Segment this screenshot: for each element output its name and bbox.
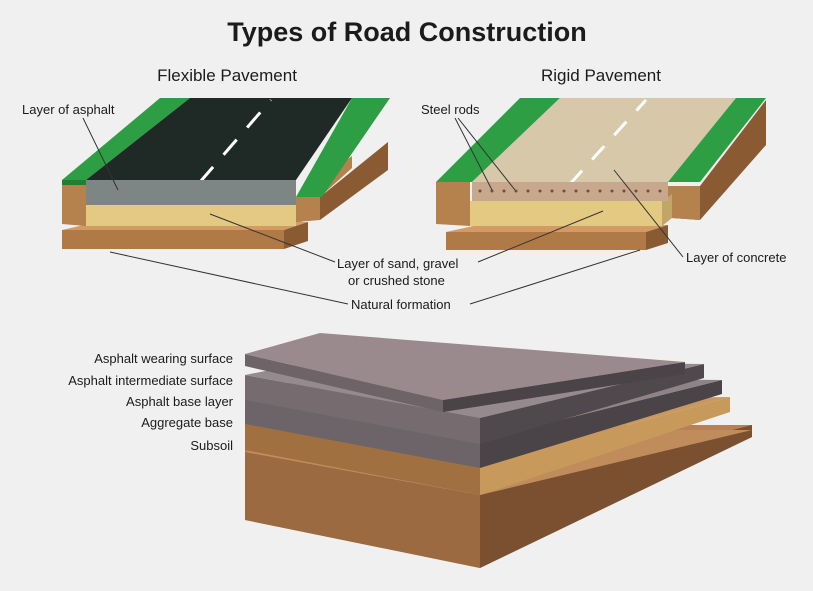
aggregate-base-front: [245, 420, 480, 495]
wearing-surface-front: [245, 354, 443, 412]
flexible-left-grass: [62, 98, 190, 180]
steel-leader-2: [457, 117, 516, 191]
flexible-sand-front: [86, 205, 296, 226]
sand-leader-left: [209, 213, 336, 263]
steel-rods: [478, 189, 662, 193]
concrete-leader: [613, 169, 684, 258]
steel-rods-label: Steel rods: [421, 102, 480, 117]
layered-cross-section: [245, 333, 752, 568]
rigid-pavement-block: [436, 98, 766, 250]
rigid-concrete-surface: [472, 98, 736, 182]
rigid-natural-front: [446, 232, 646, 250]
rigid-right-grass: [662, 98, 766, 182]
wearing-surface-top: [245, 333, 685, 400]
layer-of-concrete-label: Layer of concrete: [686, 250, 786, 265]
layer-label-asphalt-base: Asphalt base layer: [126, 394, 234, 409]
flexible-asphalt-front: [86, 180, 296, 205]
flexible-left-soil: [62, 180, 86, 226]
layer-label-subsoil: Subsoil: [190, 438, 233, 453]
natural-formation-label: Natural formation: [351, 297, 451, 312]
rigid-pavement-heading: Rigid Pavement: [541, 66, 661, 85]
layer-of-asphalt-label: Layer of asphalt: [22, 102, 115, 117]
rigid-left-grass: [436, 98, 560, 182]
rigid-concrete-front: [472, 182, 668, 201]
sand-gravel-label-line2: or crushed stone: [348, 273, 445, 288]
layer-label-wearing-surface: Asphalt wearing surface: [94, 351, 233, 366]
steel-leader-1: [454, 117, 493, 191]
subsoil-front: [245, 452, 480, 568]
asphalt-leader: [82, 117, 119, 191]
page-title: Types of Road Construction: [227, 17, 587, 47]
asphalt-intermediate-front: [245, 375, 480, 444]
natural-leader-right: [469, 249, 641, 305]
flexible-right-grass: [296, 98, 390, 197]
asphalt-base-front: [245, 394, 480, 468]
flexible-natural-front: [62, 230, 284, 249]
flexible-asphalt-surface: [86, 98, 352, 180]
flexible-pavement-heading: Flexible Pavement: [157, 66, 297, 85]
flexible-pavement-block: [62, 98, 390, 249]
flexible-right-soil: [320, 142, 388, 220]
sand-leader-right: [477, 210, 604, 263]
sand-gravel-label-line1: Layer of sand, gravel: [337, 256, 459, 271]
rigid-left-soil: [436, 182, 470, 226]
rigid-sand-front: [470, 201, 662, 226]
layer-label-intermediate-surface: Asphalt intermediate surface: [68, 373, 233, 388]
natural-leader-left: [109, 251, 349, 305]
flexible-centerline: [198, 99, 273, 183]
layer-label-aggregate-base: Aggregate base: [141, 415, 233, 430]
